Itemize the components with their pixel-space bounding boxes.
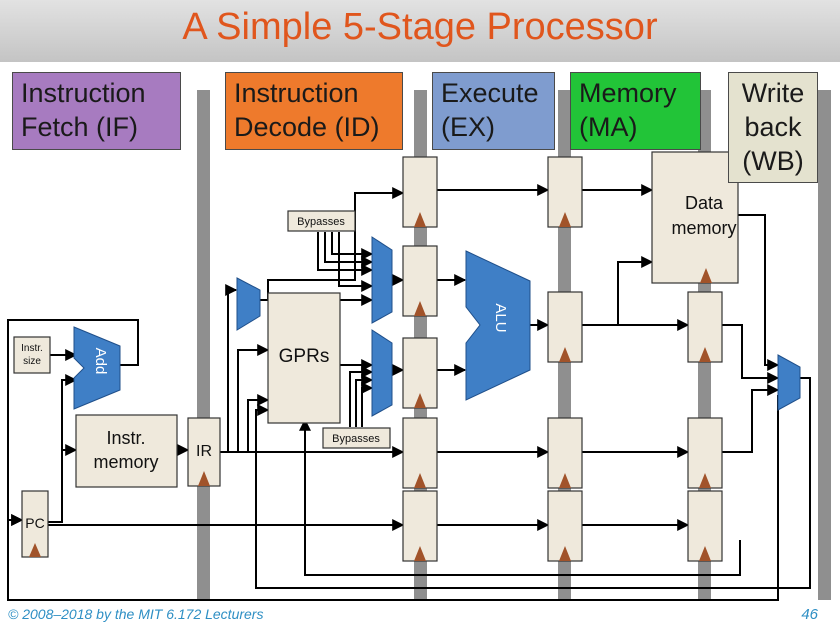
wire-bypass-bot-1 [349,366,374,427]
instr-memory-label-2: memory [93,452,158,472]
stage-if-line1: Instruction [21,78,146,108]
bypass-mux-b [371,329,393,417]
wire-bypass-bot-2 [355,374,374,427]
wire-wb-to-gprs [255,377,811,589]
wire-bypass-bot-3 [361,382,374,427]
wb-latch-2 [687,417,723,489]
wire-bypass-top-3 [331,232,374,260]
wire-bypass-top-4 [338,232,374,292]
ir-label: IR [196,443,212,460]
ir-clock-triangle [198,471,210,486]
gprs-block: GPRs [267,292,341,424]
ex-latch-5 [402,490,438,562]
ex-latch-3 [402,337,438,409]
stage-wb-line3: (WB) [742,146,804,176]
title-band [0,0,840,62]
ma-latch-4 [547,490,583,562]
stage-ma-header: Memory (MA) [570,72,701,150]
footer-page-number: 46 [801,606,818,623]
data-memory-block: Data memory [651,151,739,284]
alu-shape [465,250,531,401]
ex-latch-1 [402,156,438,228]
wire-ma-to-dmem [582,256,654,326]
footer-copyright: © 2008–2018 by the MIT 6.172 Lecturers [8,606,264,622]
alu-block: ALU [465,250,531,401]
wire-wb-to-mux [722,324,780,384]
instr-memory-label-1: Instr. [106,428,145,448]
ma-latch-2 [547,291,583,363]
data-memory-label-2: memory [671,218,736,238]
instr-memory-block: Instr. memory [75,414,178,488]
alu-label: ALU [492,303,509,332]
wire-idmux-to-ex [260,187,405,301]
wire-bypass-top-2 [324,232,374,268]
wb-latch-1 [687,291,723,363]
pipeline-bar-if-id [197,90,210,600]
stage-ex-line2: (EX) [441,112,495,142]
wire-dmem-to-mux [738,214,780,371]
stage-id-line2: Decode (ID) [234,112,380,142]
wire-bypass-top-1 [317,232,374,276]
wire-wb-to-mux-b [722,384,780,453]
stage-wb-header: Write back (WB) [728,72,818,183]
stage-ex-header: Execute (EX) [432,72,555,150]
stage-if-header: Instruction Fetch (IF) [12,72,181,150]
bypasses-bottom-box: Bypasses [322,427,391,449]
data-memory-label-1: Data [685,193,724,213]
instr-size-block: Instr. size [13,336,51,374]
svg-text:Instr.: Instr. [21,343,43,354]
ex-latch-4 [402,417,438,489]
id-mux [236,277,261,331]
wire-ir-to-gprs [237,344,270,452]
wb-mux [777,354,801,411]
bypasses-top-box: Bypasses [287,210,356,232]
stage-ma-line1: Memory [579,78,677,108]
ma-latch-1 [547,156,583,228]
adder-shape [73,326,121,410]
wire-mux-to-pc [7,395,779,601]
ir-register: IR [187,417,221,487]
wire-wb-dest-to-gprs [299,418,741,576]
gprs-label: GPRs [279,346,330,367]
bypasses-bottom-label: Bypasses [332,433,380,445]
adder-block: Add [73,326,121,410]
stage-ex-line1: Execute [441,78,539,108]
pc-register: PC [21,490,49,558]
bypass-mux-a [371,236,393,324]
stage-ma-line2: (MA) [579,112,638,142]
ex-latch-2 [402,245,438,317]
wires [7,184,811,601]
pc-clock-triangle [29,543,41,557]
wire-ir-to-gprs-b [247,394,270,452]
stage-if-line2: Fetch (IF) [21,112,139,142]
wire-ir-to-mux [225,284,238,452]
svg-text:size: size [23,356,41,367]
wb-latch-3 [687,490,723,562]
ma-latch-3 [547,417,583,489]
pipeline-bar-right [818,90,831,600]
stage-wb-line1: Write [741,78,805,108]
adder-label: Add [92,348,109,375]
stage-wb-line2: back [744,112,802,142]
stage-id-line1: Instruction [234,78,359,108]
pc-label: PC [25,515,44,531]
stage-id-header: Instruction Decode (ID) [225,72,403,150]
slide-title: A Simple 5-Stage Processor [182,6,658,48]
bypasses-top-label: Bypasses [297,216,345,228]
